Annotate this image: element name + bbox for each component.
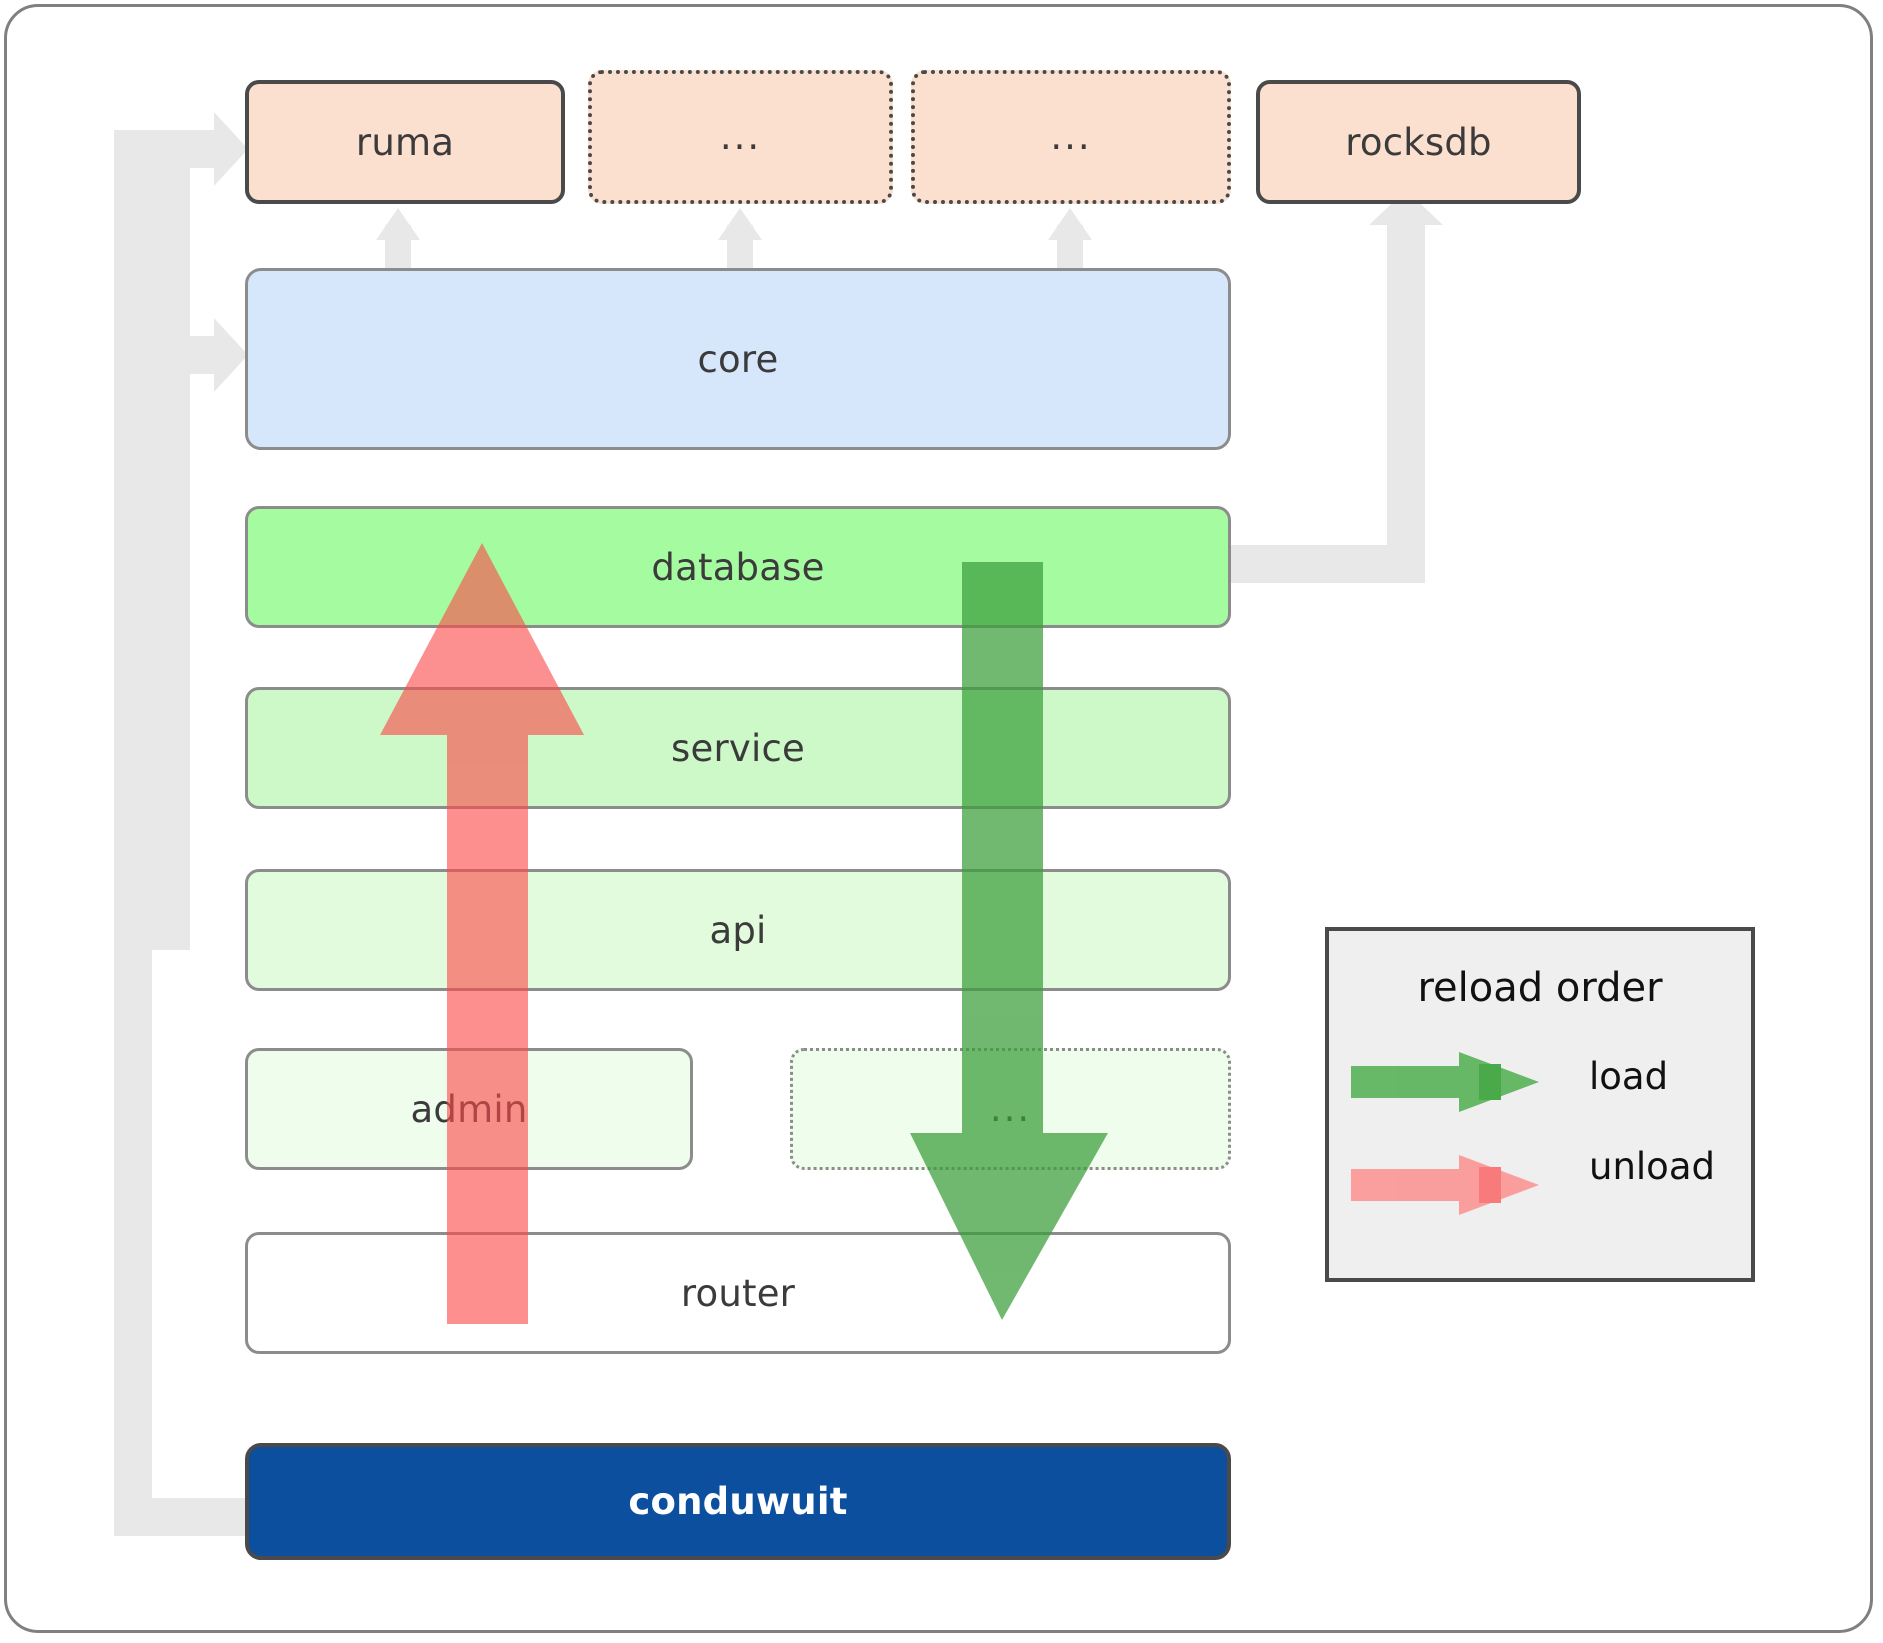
- legend-reload-order: reload order load unload: [1325, 927, 1755, 1282]
- connector-core-to-ellipsis1-head: [718, 208, 762, 240]
- node-api[interactable]: api: [245, 869, 1231, 991]
- node-admin-label: admin: [410, 1087, 528, 1131]
- node-ellipsis-layer-label: ...: [989, 1086, 1032, 1130]
- node-conduwuit[interactable]: conduwuit: [245, 1443, 1231, 1560]
- node-service[interactable]: service: [245, 687, 1231, 809]
- node-ellipsis-top-2[interactable]: ...: [911, 70, 1231, 204]
- connector-inner-vertical: [152, 168, 190, 950]
- node-router-label: router: [680, 1271, 796, 1315]
- legend-arrow-icons: [1351, 1052, 1539, 1215]
- node-router[interactable]: router: [245, 1232, 1231, 1354]
- node-ellipsis-top-1-label: ...: [719, 114, 762, 158]
- connector-arrowhead-ruma: [214, 112, 248, 186]
- node-rocksdb-label: rocksdb: [1345, 120, 1492, 164]
- node-database[interactable]: database: [245, 506, 1231, 628]
- connector-core-to-ellipsis2-head: [1048, 208, 1092, 240]
- connector-branch-core: [152, 336, 224, 374]
- node-admin[interactable]: admin: [245, 1048, 693, 1170]
- node-ellipsis-top-1[interactable]: ...: [588, 70, 893, 204]
- connector-trunk-to-conduwuit: [114, 1498, 254, 1536]
- connector-core-to-ruma-head: [376, 208, 420, 240]
- node-database-label: database: [651, 545, 825, 589]
- node-api-label: api: [709, 908, 767, 952]
- node-ruma-label: ruma: [355, 120, 455, 164]
- load-arrow-icon: [1351, 1052, 1539, 1112]
- node-core-label: core: [697, 337, 779, 381]
- connector-arrowhead-core: [214, 318, 248, 392]
- legend-label-unload: unload: [1589, 1145, 1715, 1188]
- connector-trunk-vertical: [114, 130, 152, 1536]
- node-service-label: service: [671, 726, 805, 770]
- connector-db-to-rocksdb-horizontal: [1228, 545, 1410, 583]
- legend-title: reload order: [1417, 965, 1663, 1011]
- connector-db-to-rocksdb-vertical: [1387, 215, 1425, 583]
- node-ellipsis-top-2-label: ...: [1050, 114, 1092, 158]
- node-ellipsis-layer[interactable]: ...: [790, 1048, 1231, 1170]
- connector-db-to-rocksdb-head: [1369, 190, 1443, 225]
- node-rocksdb[interactable]: rocksdb: [1256, 80, 1581, 204]
- node-ruma[interactable]: ruma: [245, 80, 565, 204]
- node-core[interactable]: core: [245, 268, 1231, 450]
- unload-arrow-icon: [1351, 1155, 1539, 1215]
- node-conduwuit-label: conduwuit: [628, 1480, 848, 1523]
- legend-label-load: load: [1589, 1055, 1669, 1098]
